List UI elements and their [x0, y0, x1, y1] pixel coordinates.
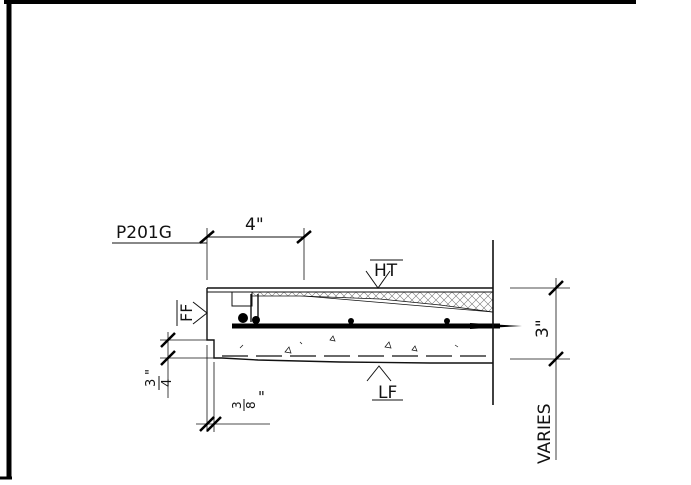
mark-label: P201G	[116, 223, 172, 243]
setback-quote: "	[258, 388, 265, 406]
rebar-dot	[444, 318, 450, 324]
mark-callout: P201G	[112, 223, 207, 244]
bar-end-taper	[470, 323, 522, 329]
aggregate-marks	[239, 335, 459, 354]
setback-dimension: 3 8 "	[196, 345, 270, 432]
rebar-dot	[252, 316, 260, 324]
setback-fraction-num: 3	[230, 401, 244, 409]
thickness-dimension: 3" VARIES	[510, 278, 570, 464]
drop-dimension: 3 3 4 "	[144, 332, 214, 398]
rebar-dot	[348, 318, 354, 324]
width-dimension: 4"	[199, 215, 312, 280]
slab-section	[206, 240, 522, 405]
width-dim-label: 4"	[245, 215, 264, 235]
lf-callout: LF	[366, 365, 403, 403]
drop-fraction-num: 3	[144, 379, 159, 387]
ff-callout: FF	[176, 300, 208, 326]
thickness-dim-label: 3"	[533, 319, 553, 338]
setback-fraction-den: 8	[244, 401, 258, 409]
varies-label: VARIES	[535, 403, 555, 464]
lf-label: LF	[378, 383, 397, 403]
edge-block	[231, 291, 253, 307]
slab-outline	[206, 287, 493, 364]
ht-callout: HT	[365, 259, 403, 289]
ff-label: FF	[177, 304, 196, 322]
drop-quote: "	[144, 369, 159, 375]
topping-slope-line	[303, 295, 494, 313]
drop-fraction-den-visible: 4	[160, 379, 175, 387]
sheet-border	[0, 0, 636, 480]
rebar-dot	[238, 313, 248, 323]
ht-label: HT	[374, 261, 398, 281]
